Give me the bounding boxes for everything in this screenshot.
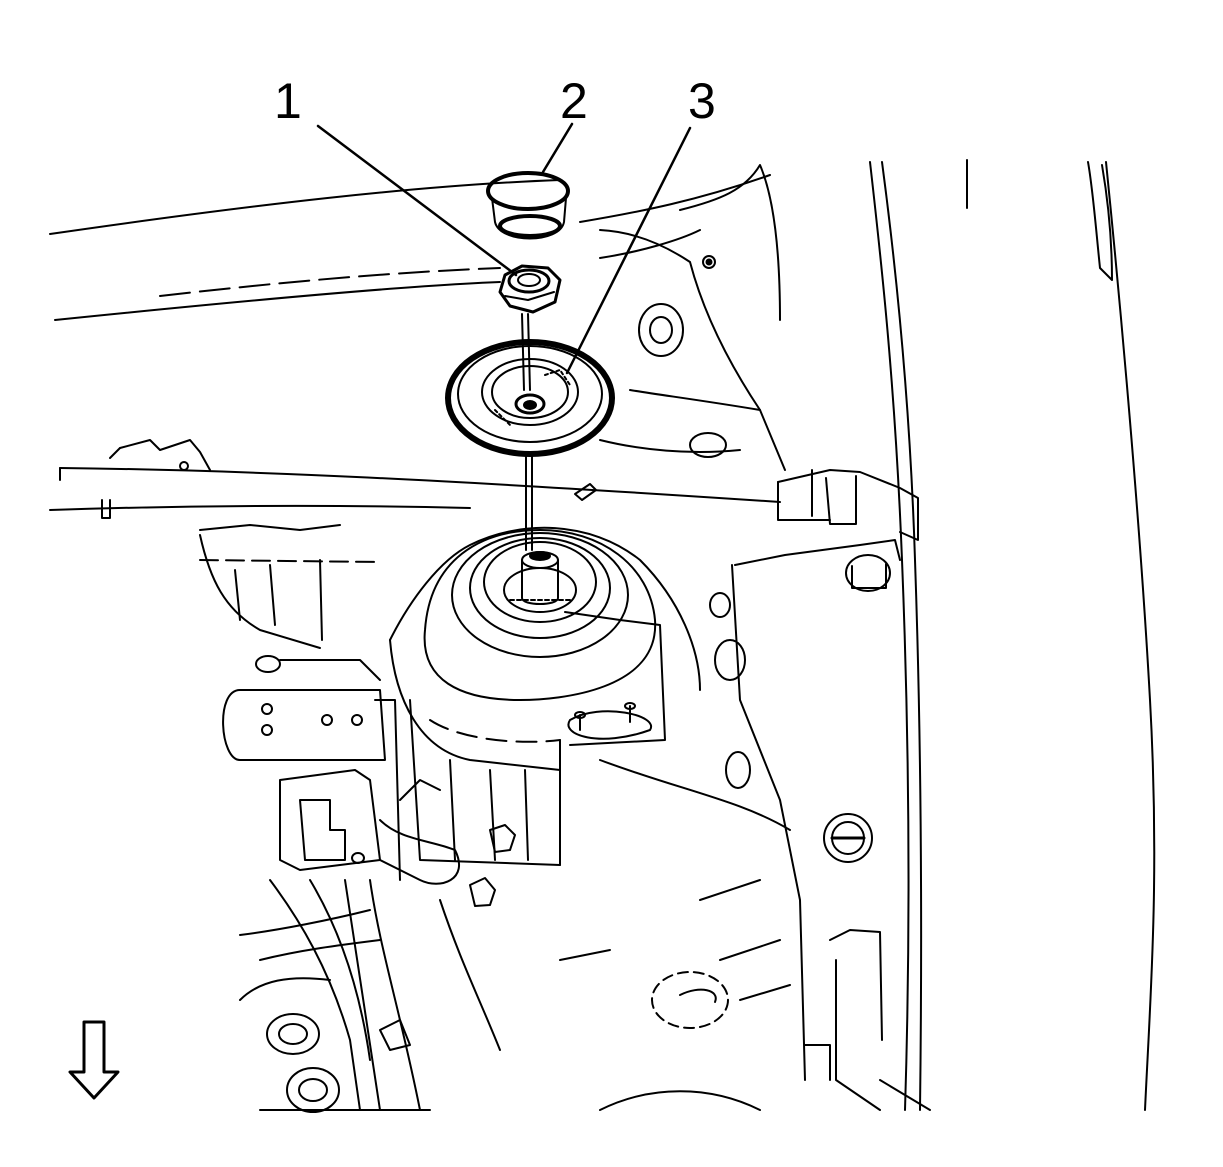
insulator-part bbox=[445, 339, 615, 457]
lower-structure bbox=[239, 824, 791, 1113]
leader-lines bbox=[316, 122, 692, 375]
mount-bracket bbox=[731, 469, 931, 1111]
fender-panel bbox=[869, 159, 1156, 1111]
leader-line-2 bbox=[541, 122, 574, 174]
arrow-down-icon bbox=[68, 1020, 120, 1100]
leader-line-3 bbox=[565, 126, 692, 375]
hood-lines bbox=[49, 174, 771, 321]
callout-1-label: 1 bbox=[274, 73, 302, 129]
nut-part bbox=[498, 264, 562, 314]
callout-3-label: 3 bbox=[688, 73, 716, 129]
left-bracket bbox=[222, 655, 461, 885]
leader-line-1 bbox=[316, 124, 518, 277]
alignment-line bbox=[527, 313, 531, 391]
alignment-line bbox=[521, 313, 525, 391]
cowl-crossmember bbox=[49, 439, 781, 649]
strut-dome bbox=[389, 526, 791, 866]
strut-tower-wall bbox=[599, 164, 786, 471]
cap-part bbox=[486, 171, 570, 240]
callout-2-label: 2 bbox=[560, 73, 588, 129]
exploded-parts bbox=[445, 171, 615, 551]
